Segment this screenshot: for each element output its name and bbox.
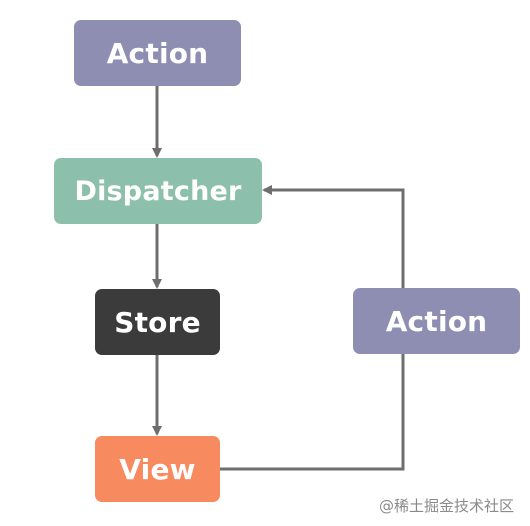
watermark-text: @稀土掘金技术社区 <box>378 497 514 515</box>
action-node-right-label: Action <box>385 304 488 338</box>
view-node: View <box>95 436 220 502</box>
arrow-action-to-dispatcher-loop <box>262 185 405 288</box>
action-node-top-label: Action <box>106 36 209 70</box>
action-node-top: Action <box>74 20 241 86</box>
line-view-to-action <box>220 354 405 471</box>
store-node-label: Store <box>114 305 201 339</box>
dispatcher-node-label: Dispatcher <box>74 175 242 207</box>
action-node-right: Action <box>353 288 520 354</box>
dispatcher-node: Dispatcher <box>54 158 262 224</box>
store-node: Store <box>95 289 220 355</box>
view-node-label: View <box>119 452 196 486</box>
